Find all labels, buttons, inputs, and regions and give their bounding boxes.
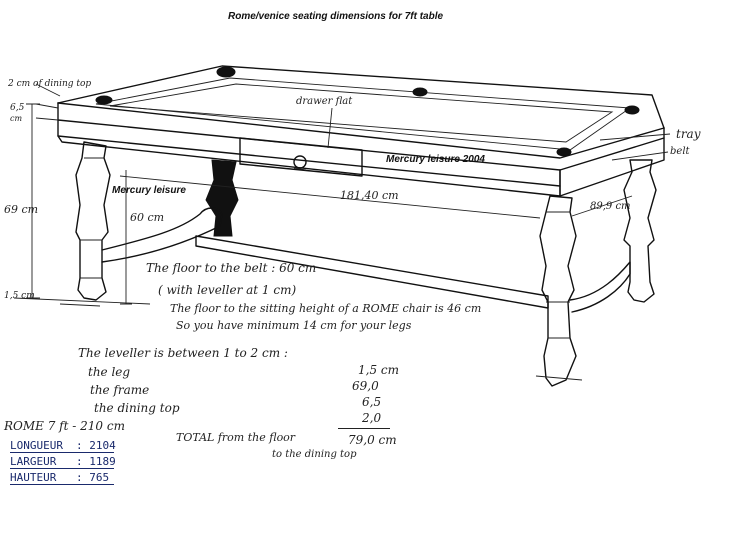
dim-line-181 <box>119 175 541 219</box>
spec-label: LARGEUR <box>10 455 57 468</box>
top-outer-edge <box>57 65 665 129</box>
dim-line-899 <box>571 195 633 217</box>
spec-title: ROME 7 ft - 210 cm <box>4 419 125 433</box>
breakdown-label: the frame <box>90 383 150 397</box>
label-dim-899: 89,9 cm <box>590 201 631 212</box>
apron-side <box>559 137 665 197</box>
total-rule <box>338 428 390 429</box>
page-title: Rome/venice seating dimensions for 7ft t… <box>228 11 444 22</box>
spec-value: : 1189 <box>76 455 116 468</box>
drawer-knob <box>293 155 307 169</box>
label-tray: tray <box>676 127 701 141</box>
label-dim-15: 1,5 cm <box>4 291 35 301</box>
leader-belt <box>611 151 669 161</box>
stretcher-long <box>195 235 549 309</box>
total-label-2: to the dining top <box>272 449 357 460</box>
label-drawer-flat: drawer flat <box>296 96 353 107</box>
label-belt: belt <box>670 146 690 157</box>
stretcher-right <box>569 261 631 313</box>
breakdown-label: the dining top <box>94 401 180 415</box>
dim-line-60 <box>120 170 132 305</box>
spec-rule <box>10 452 114 453</box>
leg-front-left <box>75 141 111 301</box>
total-value: 79,0 cm <box>348 433 397 447</box>
note-line-4: So you have minimum 14 cm for your legs <box>176 319 412 332</box>
label-dim-181: 181,40 cm <box>340 189 399 202</box>
pocket-back-left <box>216 66 236 78</box>
breakdown-label: the leg <box>88 365 131 379</box>
spec-rule <box>10 468 114 469</box>
drawer <box>239 137 363 177</box>
label-mercury-2004: Mercury leisure 2004 <box>386 154 485 165</box>
center-pedestal <box>205 159 239 237</box>
label-mercury: Mercury leisure <box>112 185 186 196</box>
spec-value: : 765 <box>76 471 110 484</box>
total-label: TOTAL from the floor <box>176 431 296 444</box>
pocket-back-middle <box>412 87 428 97</box>
pocket-left <box>95 95 113 105</box>
stretcher-left <box>101 207 223 263</box>
breakdown-value: 2,0 <box>362 411 382 425</box>
leg-back-right <box>623 159 657 303</box>
note-line-3: The floor to the sitting height of a ROM… <box>170 302 482 315</box>
breakdown-value: 1,5 cm <box>358 363 399 377</box>
breakdown-value: 69,0 <box>352 379 379 393</box>
pocket-front <box>556 147 572 157</box>
label-dim-60: 60 cm <box>130 211 165 224</box>
leg-front-right <box>539 195 577 387</box>
spec-label: LONGUEUR <box>10 439 63 452</box>
label-dim-69: 69 cm <box>4 203 39 216</box>
label-dining-top: 2 cm of dining top <box>8 79 92 89</box>
dim-line-floor <box>13 297 151 305</box>
note-line-1: The floor to the belt : 60 cm <box>146 261 317 275</box>
breakdown-value: 6,5 <box>362 395 382 409</box>
note-line-5: The leveller is between 1 to 2 cm : <box>78 346 288 360</box>
label-dim-65: 6,5 <box>10 103 25 113</box>
pocket-right <box>624 105 640 115</box>
note-line-2: ( with leveller at 1 cm) <box>158 283 297 297</box>
spec-rule <box>10 484 114 485</box>
label-dim-65-unit: cm <box>10 114 23 123</box>
leader-tray <box>599 133 671 141</box>
spec-value: : 2104 <box>76 439 116 452</box>
spec-label: HAUTEUR <box>10 471 57 484</box>
leader-drawer <box>327 107 333 149</box>
dim-line-69 <box>26 103 40 299</box>
